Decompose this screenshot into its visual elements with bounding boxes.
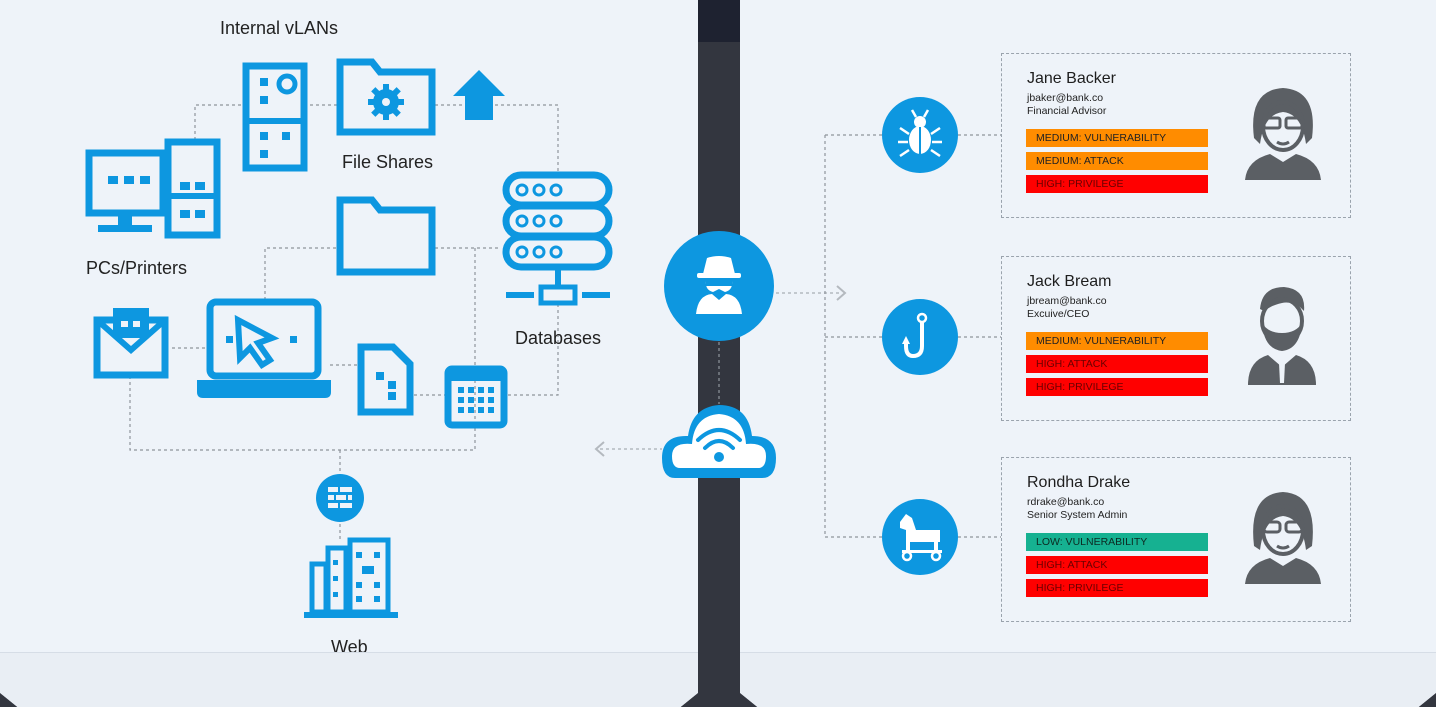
buildings-icon xyxy=(304,537,398,618)
female-glasses-icon xyxy=(1245,88,1321,180)
vulnerability-badge: LOW: VULNERABILITY xyxy=(1026,533,1208,551)
vulnerability-badge: MEDIUM: VULNERABILITY xyxy=(1026,332,1208,350)
user-email: jbream@bank.co xyxy=(1027,295,1107,307)
threat-connectors xyxy=(824,134,1001,538)
attack-badge: HIGH: ATTACK xyxy=(1026,355,1208,373)
cloud-wifi-node[interactable] xyxy=(662,405,776,478)
bug-icon[interactable] xyxy=(882,97,958,173)
databases-label: Databases xyxy=(515,328,602,348)
file-share-folder-icon xyxy=(336,58,436,136)
pcs-printers-label: PCs/Printers xyxy=(86,258,188,278)
privilege-badge: HIGH: PRIVILEGE xyxy=(1026,175,1208,193)
privilege-badge: HIGH: PRIVILEGE xyxy=(1026,378,1208,396)
upload-arrow-icon xyxy=(453,70,505,120)
web-label: Web xyxy=(331,637,368,652)
user-name: Rondha Drake xyxy=(1027,474,1131,491)
user-card-jane-backer[interactable]: Jane Backer jbaker@bank.co Financial Adv… xyxy=(1001,53,1351,218)
phishing-hook-icon[interactable] xyxy=(882,299,958,375)
privilege-badge: HIGH: PRIVILEGE xyxy=(1026,579,1208,597)
storage-server-icon xyxy=(242,62,308,172)
female-glasses-icon xyxy=(1245,492,1321,584)
user-role: Excuive/CEO xyxy=(1027,308,1090,320)
trojan-horse-icon[interactable] xyxy=(882,499,958,575)
vulnerability-badge: MEDIUM: VULNERABILITY xyxy=(1026,129,1208,147)
user-card-rondha-drake[interactable]: Rondha Drake rdrake@bank.co Senior Syste… xyxy=(1001,457,1351,622)
hacker-node[interactable] xyxy=(664,231,774,341)
file-shares-label: File Shares xyxy=(342,152,434,172)
attack-badge: HIGH: ATTACK xyxy=(1026,556,1208,574)
panel-footer xyxy=(740,652,1436,707)
mail-icon xyxy=(93,308,169,379)
user-card-jack-bream[interactable]: Jack Bream jbream@bank.co Excuive/CEO ME… xyxy=(1001,256,1351,421)
database-icon xyxy=(502,171,613,306)
folder-icon xyxy=(336,196,436,276)
attack-badge: MEDIUM: ATTACK xyxy=(1026,152,1208,170)
user-role: Senior System Admin xyxy=(1027,509,1128,521)
user-email: jbaker@bank.co xyxy=(1027,92,1104,104)
document-icon xyxy=(357,343,414,416)
panel-footer xyxy=(0,652,698,707)
user-email: rdrake@bank.co xyxy=(1027,496,1105,508)
arrow-left-icon xyxy=(594,441,662,457)
user-role: Financial Advisor xyxy=(1027,105,1107,117)
laptop-cursor-icon xyxy=(197,298,331,398)
network-connectors xyxy=(129,104,559,540)
firewall-icon xyxy=(316,474,364,522)
internal-vlans-label: Internal vLANs xyxy=(220,18,339,38)
user-risk-panel xyxy=(740,0,1436,707)
male-beard-icon xyxy=(1248,287,1316,385)
pc-printer-icon xyxy=(85,138,221,239)
arrow-right-icon xyxy=(776,285,847,301)
divider-notch xyxy=(698,0,740,42)
user-name: Jane Backer xyxy=(1027,70,1116,87)
calendar-icon xyxy=(444,365,508,429)
user-name: Jack Bream xyxy=(1027,273,1112,290)
